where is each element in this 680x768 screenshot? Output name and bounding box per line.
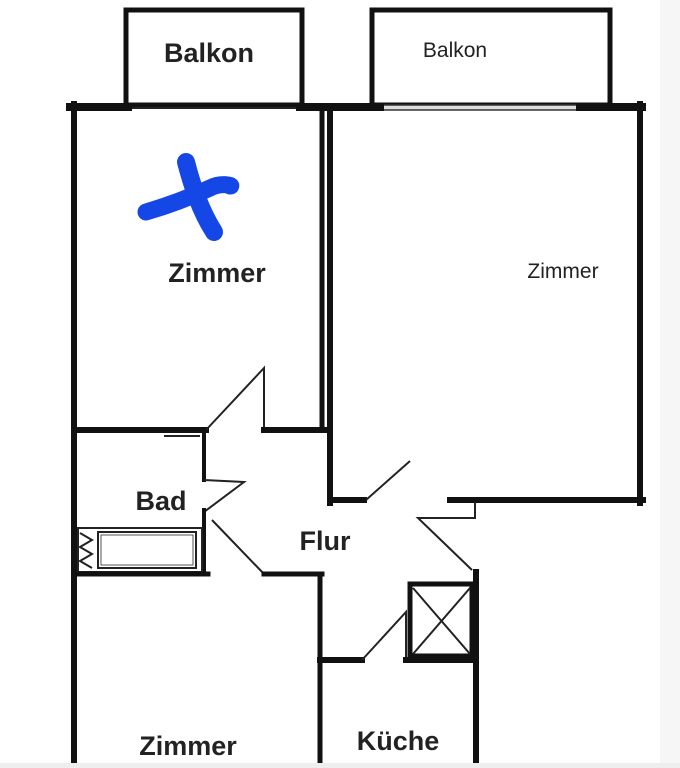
label-balkon-right: Balkon — [423, 39, 487, 62]
label-bad: Bad — [135, 486, 186, 516]
page-margin-bottom — [0, 763, 680, 768]
page-margin-right — [660, 0, 680, 768]
balkon-left — [123, 7, 305, 109]
shaft — [407, 581, 475, 659]
label-zimmer-top-left: Zimmer — [168, 258, 266, 288]
blue-cross-mark-icon — [137, 153, 240, 241]
label-kueche: Küche — [357, 726, 440, 756]
label-zimmer-bottom-left: Zimmer — [139, 731, 237, 761]
label-balkon-left: Balkon — [164, 38, 254, 68]
label-zimmer-right: Zimmer — [527, 260, 598, 283]
label-flur: Flur — [300, 526, 351, 556]
